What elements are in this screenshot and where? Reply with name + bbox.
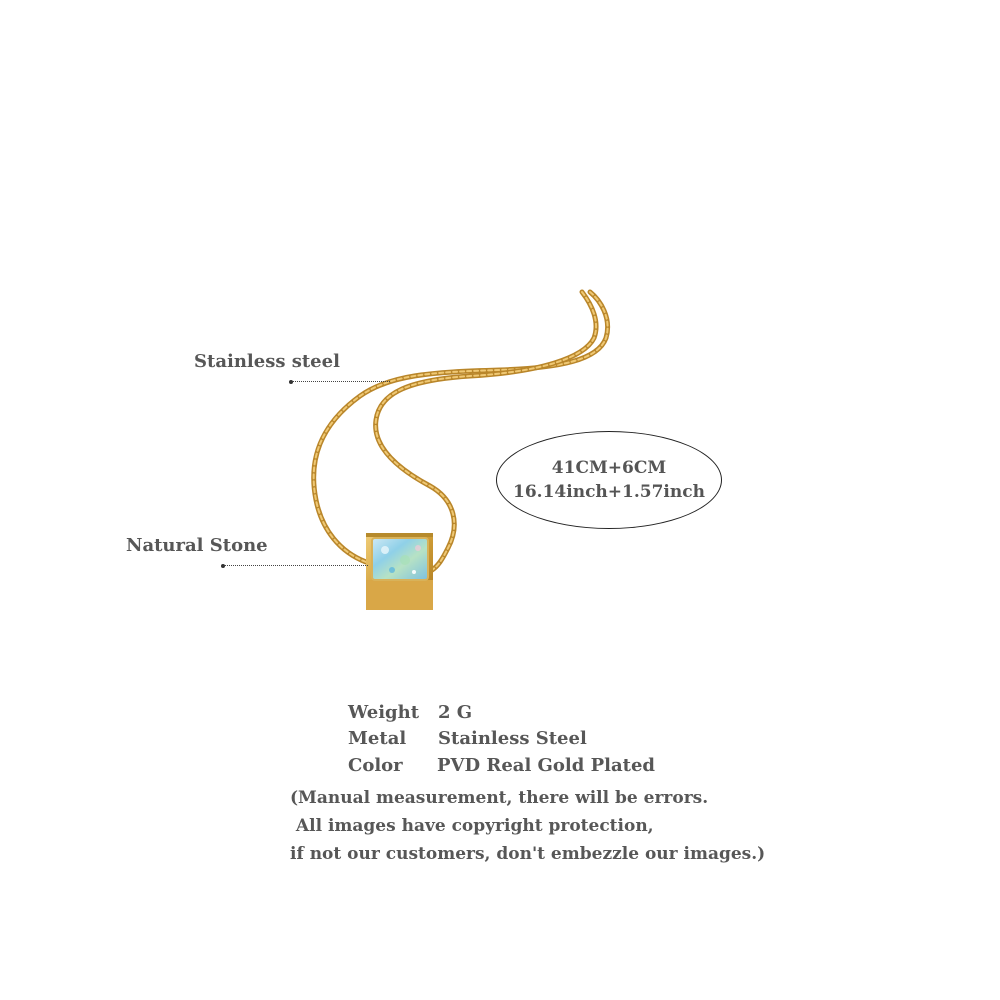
spec-key: Metal (348, 728, 407, 749)
stone-material-label: Natural Stone (126, 535, 268, 556)
note-line-2: All images have copyright protection, (290, 816, 654, 836)
spec-value: Stainless Steel (438, 728, 587, 749)
length-cm: 41CM+6CM (551, 458, 667, 478)
spec-value: PVD Real Gold Plated (437, 755, 656, 776)
chain-label-leader (293, 381, 390, 382)
length-badge: 41CM+6CM 16.14inch+1.57inch (496, 431, 722, 529)
chain-label-dot (289, 380, 293, 384)
note-line-3: if not our customers, don't embezzle our… (290, 844, 766, 864)
spec-key: Color (348, 755, 403, 776)
stone-label-leader (225, 565, 368, 566)
chain-material-label: Stainless steel (194, 351, 340, 372)
spec-weight: Weight 2 G (348, 702, 472, 723)
pendant (366, 533, 433, 610)
note-line-1: (Manual measurement, there will be error… (290, 788, 709, 808)
spec-color: Color PVD Real Gold Plated (348, 755, 655, 776)
stone-label-dot (221, 564, 225, 568)
spec-key: Weight (348, 702, 420, 723)
length-inch: 16.14inch+1.57inch (513, 482, 705, 502)
spec-metal: Metal Stainless Steel (348, 728, 587, 749)
spec-value: 2 G (438, 702, 473, 723)
chain (311, 289, 610, 573)
